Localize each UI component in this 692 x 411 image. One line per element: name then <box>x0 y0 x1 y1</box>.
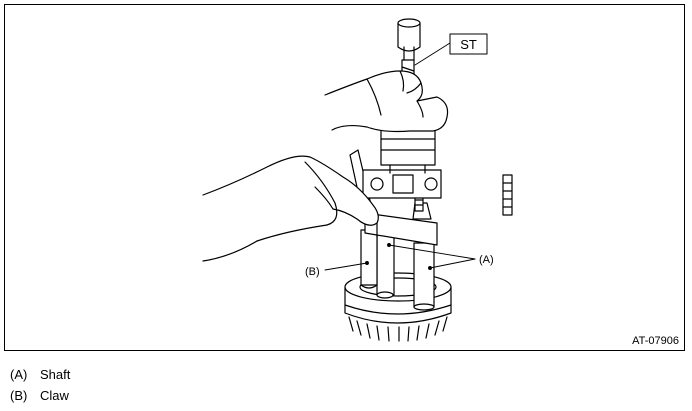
legend-item: (B) Claw <box>10 385 70 406</box>
figure-frame: ST (A) (B) AT-07906 <box>4 4 685 351</box>
legend-key: (B) <box>10 388 28 403</box>
lower-hand-drawing <box>202 155 379 262</box>
st-label: ST <box>460 37 477 52</box>
legend-key: (A) <box>10 367 28 382</box>
callout-b: (B) <box>305 266 320 278</box>
legend-text: Claw <box>40 388 69 403</box>
st-box <box>449 33 488 55</box>
figure-id: AT-07906 <box>632 335 679 347</box>
callout-a: (A) <box>479 254 494 266</box>
legend-text: Shaft <box>40 367 71 382</box>
puller-illustration: ST (A) (B) <box>202 18 513 342</box>
legend: (A) Shaft (B) Claw <box>10 364 70 406</box>
legend-item: (A) Shaft <box>10 364 70 385</box>
leader-lines <box>324 42 476 271</box>
upper-hand-drawing <box>324 70 449 133</box>
